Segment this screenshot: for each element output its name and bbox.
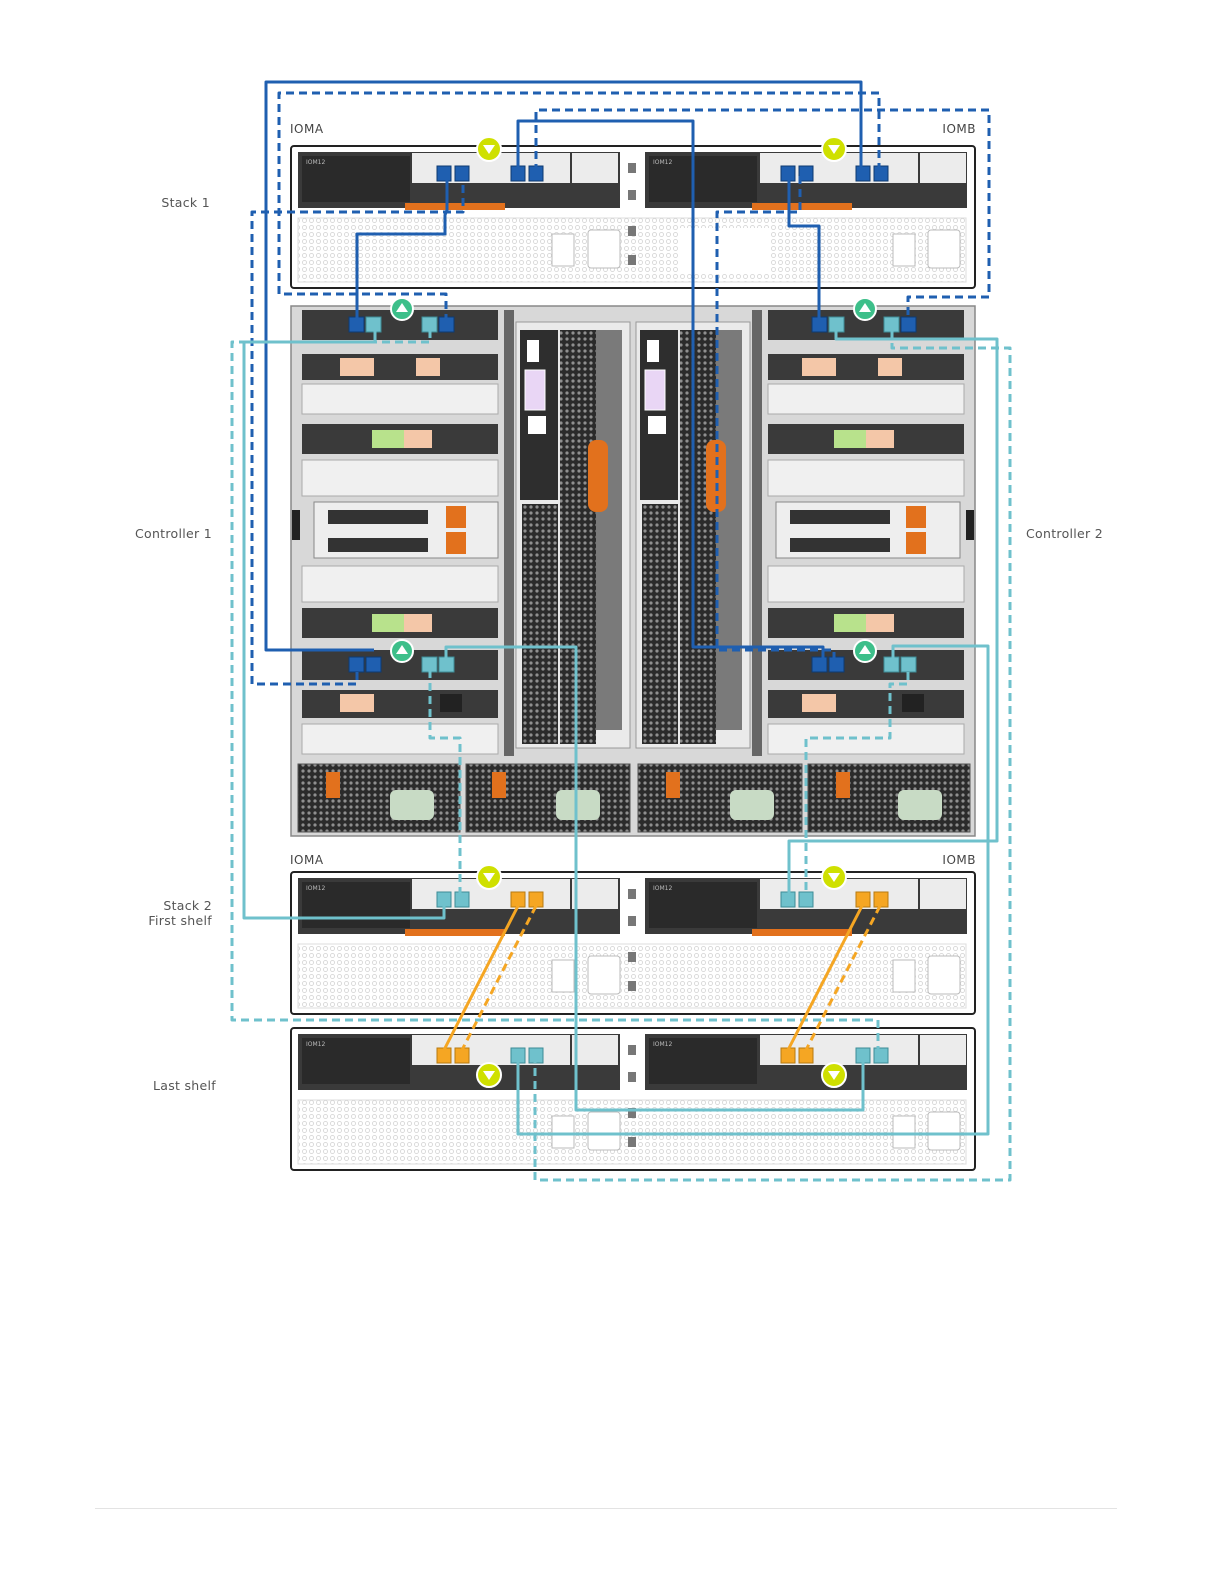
iomb-mid-label: IOMB xyxy=(942,853,976,867)
locator-marker-icon xyxy=(822,137,846,161)
locator-marker-icon xyxy=(477,137,501,161)
locator-marker-icon xyxy=(822,1063,846,1087)
locator-marker-icon xyxy=(477,865,501,889)
locator-marker-icon xyxy=(822,865,846,889)
stack2-first-shelf: IOM12 IOM12 xyxy=(291,865,975,1014)
controller-marker-icon xyxy=(854,640,876,662)
controller-chassis xyxy=(291,298,975,836)
stack2-first-shelf-label: First shelf xyxy=(148,913,212,928)
controller-marker-icon xyxy=(854,298,876,320)
controller2-label: Controller 2 xyxy=(1026,526,1103,541)
controller1-label: Controller 1 xyxy=(135,526,212,541)
last-iomb-tag: IOM12 xyxy=(653,1041,672,1048)
controller-marker-icon xyxy=(391,298,413,320)
page-footer-rule xyxy=(95,1508,1117,1509)
stack2-iomb-tag: IOM12 xyxy=(653,885,672,892)
last-ioma-tag: IOM12 xyxy=(306,1041,325,1048)
ioma-top-label: IOMA xyxy=(290,122,324,136)
stack2-label: Stack 2 xyxy=(163,898,212,913)
controller-marker-icon xyxy=(391,640,413,662)
iomb-top-label: IOMB xyxy=(942,122,976,136)
last-shelf-label: Last shelf xyxy=(153,1078,216,1093)
last-shelf: IOM12 IOM12 xyxy=(291,1028,975,1170)
locator-marker-icon xyxy=(477,1063,501,1087)
stack1-iomb-tag: IOM12 xyxy=(653,159,672,166)
stack2-ioma-tag: IOM12 xyxy=(306,885,325,892)
stack1-label: Stack 1 xyxy=(161,195,210,210)
stack1-ioma-tag: IOM12 xyxy=(306,159,325,166)
ioma-mid-label: IOMA xyxy=(290,853,324,867)
